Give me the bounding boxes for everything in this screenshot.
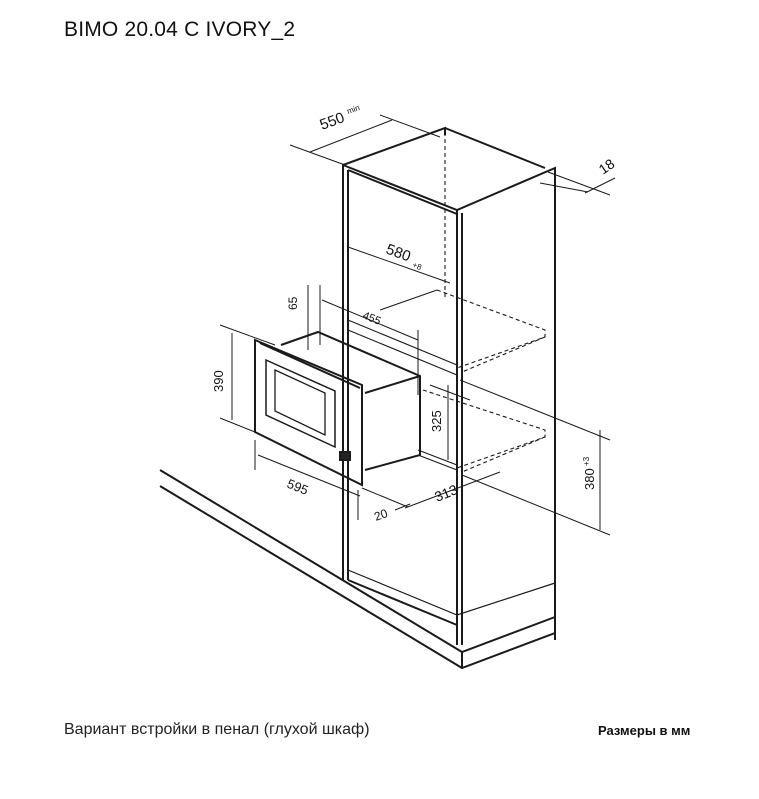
page-title: BIMO 20.04 C IVORY_2 [64,18,296,41]
dim-65: 65 [286,296,300,310]
dim-390: 390 [211,370,226,392]
dim-550: 550 [318,109,347,134]
lower-shelf [417,389,546,473]
dim-455: 455 [361,310,383,328]
dim-595: 595 [285,476,311,498]
units-note: Размеры в мм [598,723,691,738]
dimension-lines [219,114,616,536]
upper-shelf [347,289,546,376]
dim-20: 20 [372,506,390,524]
microwave-outline [254,330,421,487]
dim-18: 18 [596,155,618,177]
dim-380: 380 [582,468,597,490]
floor-outline [159,469,556,670]
dim-550-note: min [346,103,361,116]
dim-580-tol: +8 [411,260,423,272]
dim-325: 325 [429,410,444,432]
dim-380-tol: +3 [582,456,591,466]
cabinet-outline [342,126,556,645]
dim-313: 313 [432,481,460,505]
installation-caption: Вариант встройки в пенал (глухой шкаф) [64,721,370,738]
